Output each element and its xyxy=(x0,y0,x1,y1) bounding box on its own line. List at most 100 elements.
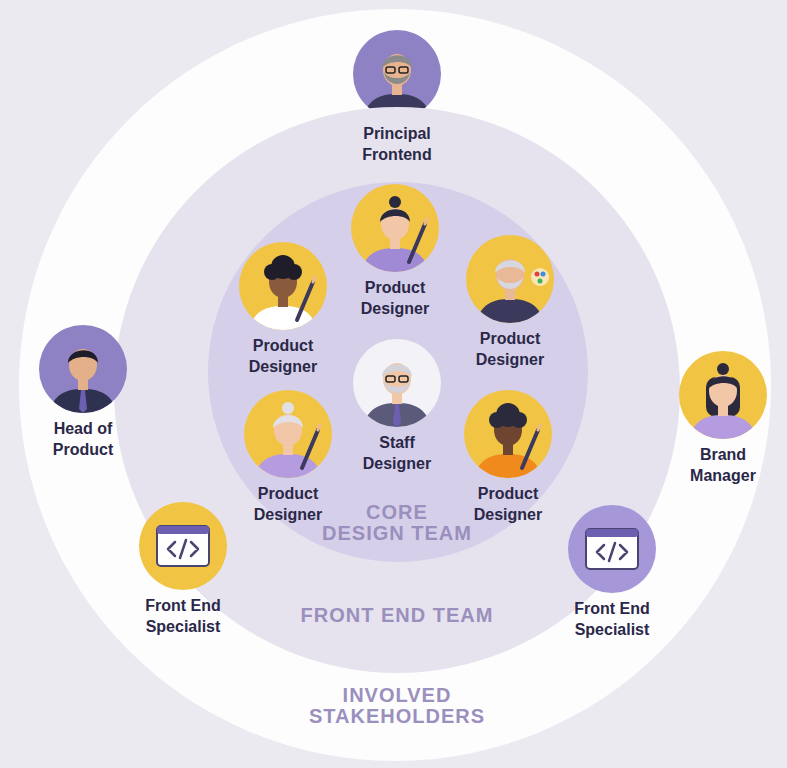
role-label: Product Designer xyxy=(463,484,553,526)
pencil xyxy=(302,430,318,468)
avatar-figure xyxy=(363,363,431,427)
ring-circle xyxy=(114,107,680,673)
head xyxy=(709,375,737,407)
team-heading: INVOLVED STAKEHOLDERS xyxy=(267,685,527,727)
shoulders xyxy=(689,415,757,439)
browser-window xyxy=(157,526,209,566)
avatar-figure xyxy=(689,363,757,439)
head xyxy=(69,349,97,381)
hair xyxy=(382,55,412,68)
pencil xyxy=(297,282,313,320)
role-label: Product Designer xyxy=(465,329,555,371)
head xyxy=(496,259,524,291)
avatar-figure xyxy=(476,259,544,323)
role-label: Front End Specialist xyxy=(552,599,672,641)
person-node: Product Designer xyxy=(458,390,558,526)
person-node: Principal Frontend xyxy=(342,30,452,166)
palette-dot xyxy=(541,272,546,277)
avatar-figure xyxy=(49,349,117,413)
pencil-tip xyxy=(318,425,320,430)
beard xyxy=(384,72,410,84)
hair xyxy=(511,412,527,428)
hair xyxy=(264,264,280,280)
pencil xyxy=(522,430,538,468)
icon-background xyxy=(139,502,227,590)
person-node: Brand Manager xyxy=(668,351,778,487)
avatar-figure xyxy=(249,255,317,330)
role-label: Product Designer xyxy=(350,278,440,320)
person-node: Head of Product xyxy=(28,325,138,461)
hair xyxy=(286,264,302,280)
shoulders xyxy=(363,403,431,427)
avatar xyxy=(244,390,332,478)
browser-bar xyxy=(586,529,638,537)
shoulders xyxy=(476,299,544,323)
specialist-node: Front End Specialist xyxy=(118,502,248,638)
avatar xyxy=(239,242,327,330)
hair-bun xyxy=(717,363,729,375)
team-heading: FRONT END TEAM xyxy=(297,605,497,626)
specialist-node: Front End Specialist xyxy=(547,505,677,641)
pencil-tip xyxy=(313,277,315,282)
role-label: Brand Manager xyxy=(673,445,773,487)
avatar-figure xyxy=(474,403,542,478)
palette-dot xyxy=(538,279,543,284)
hair xyxy=(273,415,303,428)
pencil xyxy=(409,224,425,262)
avatar-background xyxy=(353,339,441,427)
person-node: Product Designer xyxy=(460,235,560,371)
icon-background xyxy=(568,505,656,593)
code-icon xyxy=(568,505,656,593)
hair xyxy=(382,364,412,377)
beard xyxy=(497,277,523,289)
team-ring: FRONT END TEAMCORE DESIGN TEAMProduct De… xyxy=(114,107,680,673)
avatar xyxy=(679,351,767,439)
person-node: Product Designer xyxy=(233,242,333,378)
head xyxy=(383,54,411,86)
ring-circle xyxy=(19,9,771,761)
avatar xyxy=(464,390,552,478)
shoulders xyxy=(249,306,317,330)
pencil-tip xyxy=(538,425,540,430)
glasses xyxy=(386,67,395,73)
shoulders xyxy=(49,389,117,413)
browser-window xyxy=(586,529,638,569)
role-label: Product Designer xyxy=(243,484,333,526)
pencil-tip xyxy=(425,219,427,224)
role-label: Head of Product xyxy=(33,419,133,461)
role-label: Staff Designer xyxy=(352,433,442,475)
shoulders xyxy=(361,248,429,272)
hair xyxy=(708,376,738,389)
tie xyxy=(79,390,87,413)
hair xyxy=(380,209,410,222)
browser-bar xyxy=(157,526,209,534)
shoulders xyxy=(254,454,322,478)
beard xyxy=(384,381,410,393)
team-ring: INVOLVED STAKEHOLDERS Principal FrontendF… xyxy=(19,9,771,761)
avatar xyxy=(353,339,441,427)
palette-dot xyxy=(535,272,540,277)
code-brackets xyxy=(597,543,627,561)
hair-bun xyxy=(389,196,401,208)
person-node: Product Designer xyxy=(238,390,338,526)
hair xyxy=(495,260,525,273)
avatar xyxy=(39,325,127,413)
avatar xyxy=(466,235,554,323)
avatar-figure xyxy=(254,402,322,478)
hair xyxy=(68,350,98,363)
glasses xyxy=(399,376,408,382)
glasses xyxy=(399,67,408,73)
avatar xyxy=(351,184,439,272)
palette xyxy=(531,268,549,286)
person-node: Staff Designer xyxy=(347,339,447,475)
role-label: Principal Frontend xyxy=(347,124,447,166)
code-icon xyxy=(139,502,227,590)
hair xyxy=(489,412,505,428)
role-label: Front End Specialist xyxy=(123,596,243,638)
role-label: Product Designer xyxy=(238,336,328,378)
team-heading: CORE DESIGN TEAM xyxy=(322,502,472,544)
head xyxy=(383,363,411,395)
avatar xyxy=(353,30,441,118)
shoulders xyxy=(474,454,542,478)
